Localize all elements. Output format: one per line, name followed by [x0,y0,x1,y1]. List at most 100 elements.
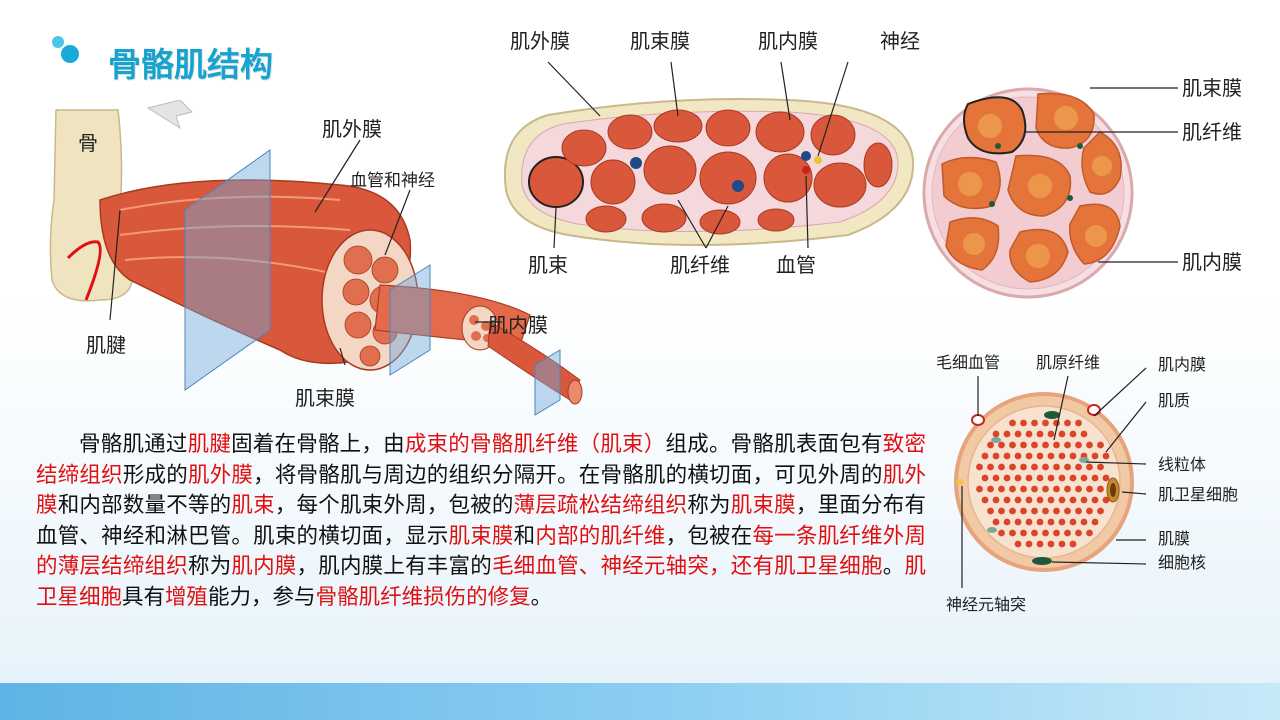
myofibril-dot [1064,529,1071,537]
myofibril-dot [1042,485,1049,493]
myofibril-dot [1003,518,1011,526]
myofibril-dot [1086,441,1093,449]
myofibril-dot [1020,485,1027,493]
cs-label-perimysium: 肌束膜 [630,29,690,53]
myofibril-dot [1091,474,1099,482]
myofibril-dot [1102,474,1110,482]
myofibril-dot [998,485,1005,493]
fb-label-satellite-cell: 肌卫星细胞 [1158,485,1238,504]
myofibril-dot [1031,463,1038,471]
label-perimysium: 肌束膜 [295,386,355,410]
body-text: 固着在骨骼上，由 [231,432,405,457]
body-text: 能力，参与 [208,584,316,610]
myofibril-dot [998,507,1005,515]
myofibril-dot [1069,430,1077,438]
myofibril-dot [1042,419,1049,427]
highlight-text: 肌腱 [187,432,232,457]
myofibril-dot [1042,463,1049,471]
muscle-diagram: 骨 肌外膜 血管和神经 肌内膜 肌腱 肌束膜 [40,100,610,430]
myofibril-dot [987,507,994,515]
myofibril-dot [1069,474,1077,482]
body-text: 具有 [122,584,166,610]
myofibril-dot [1069,540,1077,548]
myofibril-dot [1031,419,1038,427]
myofibril-dot [1053,463,1060,471]
myofibril-dot [981,496,989,504]
myofibril-dot [1042,507,1049,515]
bottom-band [0,683,1280,720]
myofibril-dot [998,529,1005,537]
myofibril-dot [1014,540,1022,548]
myofibril-dot [1058,452,1066,460]
highlight-text: 增殖 [165,584,209,610]
myofibril-dot [1031,485,1038,493]
myofibril-dot [1064,419,1071,427]
highlight-text: 肌束 [231,493,275,518]
myofibril-dot [1102,452,1110,460]
myofibril-dot [1025,496,1033,504]
myofibril-dot [1020,463,1027,471]
myofibril-dot [1097,485,1104,493]
myofibril-dot [1009,485,1016,493]
fc-label-endomysium: 肌内膜 [1182,250,1242,274]
highlight-text: 骨骼肌纤维损伤的修复 [315,584,531,610]
body-text: 和内部数量不等的 [57,493,232,518]
myofibril-dot [1069,518,1077,526]
myofibril-dot [1031,441,1038,449]
myofibril-dot [1025,474,1033,482]
label-tendon: 肌腱 [86,333,126,357]
fb-label-sarcoplasm: 肌质 [1158,391,1190,410]
myofibril-dot [1003,430,1011,438]
myofibril-dot [1009,419,1016,427]
myofibril-dot [1080,430,1088,438]
cs-label-fascicle: 肌束 [528,253,568,277]
body-text: 和 [513,523,536,549]
body-text: 形成的 [122,462,188,488]
myofibril-dot [1058,474,1066,482]
highlight-text: 肌束膜 [448,523,514,549]
myofibril-dot [1053,507,1060,515]
myofibril-dot [1003,496,1011,504]
myofibril-dot [1053,441,1060,449]
page-title: 骨骼肌结构 [108,45,273,84]
myofibril-dot [1009,463,1016,471]
myofibril-dot [1086,463,1093,471]
highlight-text: 肌外膜 [36,462,926,519]
fb-label-mitochondria: 线粒体 [1158,455,1206,474]
body-text: 。 [530,584,553,610]
myofibril-dot [1058,496,1066,504]
myofibril-dot [1075,529,1082,537]
myofibril-dot [1080,496,1088,504]
myofibril-dot [1064,441,1071,449]
myofibril-dot [987,441,994,449]
highlight-text: 肌内膜 [231,554,297,579]
myofibril-dot [1064,463,1071,471]
body-text: 称为 [687,493,731,518]
highlight-text: 致密结缔组织 [36,432,926,488]
highlight-text: 成束的骨骼肌纤维（肌束） [404,432,666,457]
myofibril-dot [1036,474,1044,482]
myofibril-dot [1097,441,1104,449]
myofibril-dot [1020,419,1027,427]
myofibril-dot [1042,441,1049,449]
fc-label-perimysium: 肌束膜 [1182,76,1242,100]
myofibril-dot [1036,540,1044,548]
fc-label-fiber: 肌纤维 [1182,120,1242,144]
fascicle-diagram: 肌束膜 肌纤维 肌内膜 [920,66,1270,320]
myofibril-dot [1003,452,1011,460]
myofibril-dot [1058,518,1066,526]
myofibril-dot [1020,507,1027,515]
body-text: ，肌内膜上有丰富的 [296,554,492,579]
fb-label-capillary: 毛细血管 [936,353,1000,372]
fb-label-endomysium: 肌内膜 [1158,355,1206,374]
fb-label-sarcolemma: 肌膜 [1158,529,1190,548]
body-text: 骨骼肌通过 [79,432,188,457]
myofibril-dot [1025,518,1033,526]
myofibril-dot [1075,441,1082,449]
cs-label-nerve: 神经 [880,29,920,53]
myofibril-dot [1009,441,1016,449]
myofibril-dot [987,485,994,493]
highlight-text: 肌卫星细胞 [36,554,926,610]
myofibril-dot [981,474,989,482]
myofibril-dot [1020,441,1027,449]
